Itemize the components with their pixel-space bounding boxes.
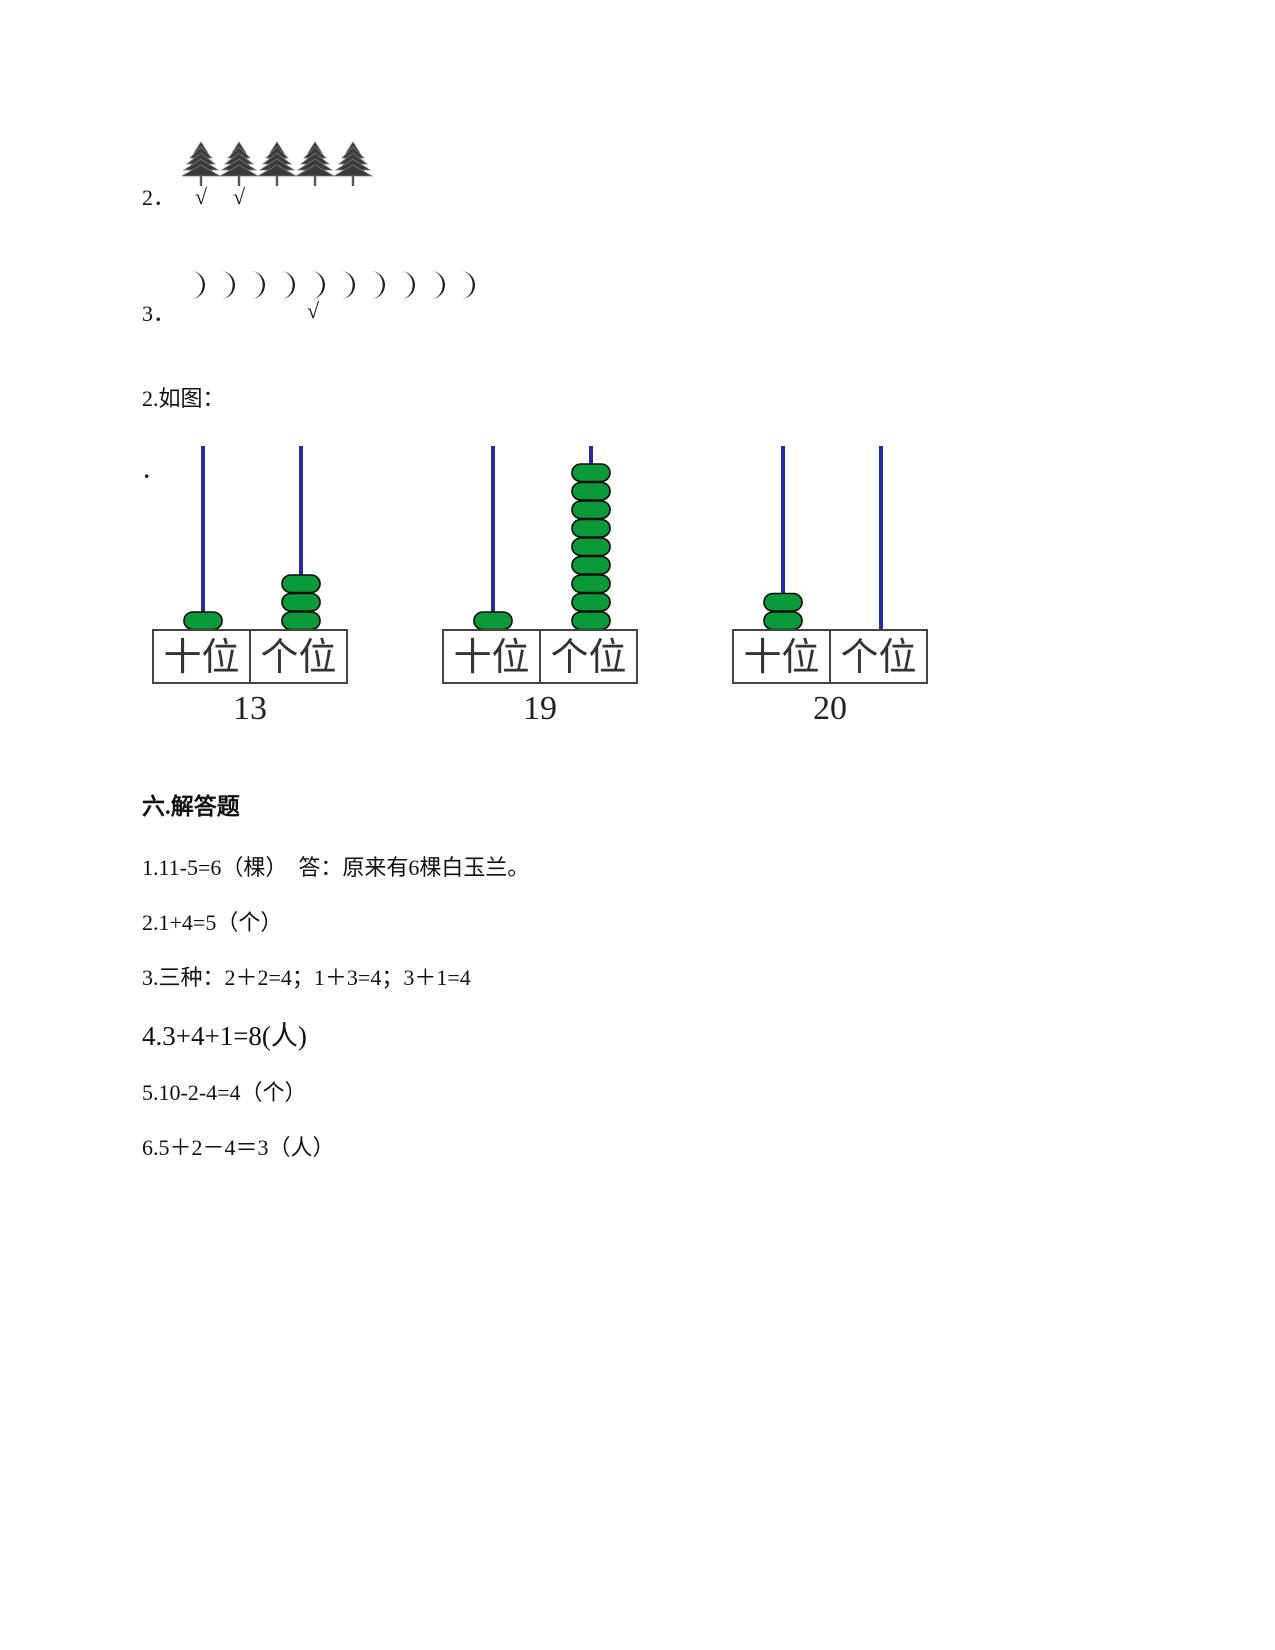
abacus-20: 十位个位 20 xyxy=(732,446,928,727)
moon-icon xyxy=(221,271,235,299)
abacus-19: 十位个位 19 xyxy=(442,446,638,727)
check-mark: √ xyxy=(233,184,246,209)
bead xyxy=(281,611,321,631)
moon-icon xyxy=(281,271,295,299)
answer-6: 6.5＋2－4＝3（人） xyxy=(142,1135,335,1160)
moons-row: √ xyxy=(175,265,485,325)
check-mark: √ xyxy=(307,298,320,323)
abacus-number: 20 xyxy=(813,690,847,727)
abacus-number: 13 xyxy=(233,690,267,727)
item-2-number: 2． xyxy=(142,185,176,210)
moons-illustration: √ xyxy=(191,271,475,323)
bead xyxy=(571,518,611,538)
bead xyxy=(281,592,321,612)
bead xyxy=(763,611,803,631)
ones-label: 个位 xyxy=(840,637,916,679)
tree-icon xyxy=(294,141,336,186)
dot-marker: . xyxy=(144,458,150,483)
answer-2: 2.1+4=5（个） xyxy=(142,910,283,935)
abacus-number: 19 xyxy=(523,690,557,727)
bead xyxy=(571,592,611,612)
bead xyxy=(571,611,611,631)
answer-5: 5.10-2-4=4（个） xyxy=(142,1080,307,1105)
abacus-13: 十位个位 13 xyxy=(152,446,348,727)
tens-label: 十位 xyxy=(743,637,819,679)
check-mark: √ xyxy=(195,184,208,209)
moon-icon xyxy=(461,271,475,299)
trees-illustration: √√ xyxy=(180,141,374,209)
moon-icon xyxy=(251,271,265,299)
bead xyxy=(571,537,611,557)
bead xyxy=(571,555,611,575)
answer-3: 3.三种：2＋2=4；1＋3=4；3＋1=4 xyxy=(142,965,471,990)
bead xyxy=(473,611,513,631)
bead xyxy=(183,611,223,631)
bead xyxy=(281,574,321,594)
tree-icon xyxy=(180,141,222,186)
tens-label: 十位 xyxy=(163,637,239,679)
tree-icon xyxy=(256,141,298,186)
ones-label: 个位 xyxy=(550,637,626,679)
answer-1: 1.11-5=6（棵） 答：原来有6棵白玉兰。 xyxy=(142,855,530,880)
bead xyxy=(571,463,611,483)
abacus-illustration: 十位个位13十位个位19十位个位20 xyxy=(152,446,928,727)
moon-icon xyxy=(311,271,325,299)
bead xyxy=(571,481,611,501)
moon-icon xyxy=(401,271,415,299)
item-3-number: 3． xyxy=(142,301,176,326)
tens-label: 十位 xyxy=(453,637,529,679)
question-2-title: 2.如图： xyxy=(142,386,225,411)
moon-icon xyxy=(371,271,385,299)
bead xyxy=(571,500,611,520)
moon-icon xyxy=(431,271,445,299)
bead xyxy=(571,574,611,594)
tree-icon xyxy=(332,141,374,186)
ones-label: 个位 xyxy=(260,637,336,679)
bead xyxy=(763,592,803,612)
moon-icon xyxy=(341,271,355,299)
answer-4: 4.3+4+1=8(人) xyxy=(142,1021,307,1051)
trees-row: √√ xyxy=(180,140,382,210)
moon-icon xyxy=(191,271,205,299)
section-6-heading: 六.解答题 xyxy=(142,794,240,819)
tree-icon xyxy=(218,141,260,186)
